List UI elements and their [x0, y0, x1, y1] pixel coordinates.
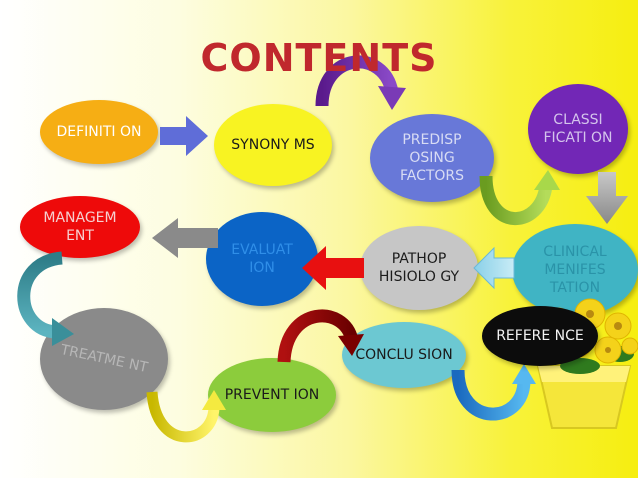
slide-title: CONTENTS — [200, 36, 438, 80]
node-synonyms-label: SYNONY MS — [231, 137, 315, 153]
node-prevention: PREVENT ION — [208, 358, 336, 432]
node-management-label: MANAGEM ENT — [43, 210, 117, 244]
node-conclusion-label: CONCLU SION — [355, 347, 453, 363]
arrow-pathophysiology-to-evaluation — [302, 246, 364, 290]
arrow-evaluation-to-management — [152, 218, 218, 258]
node-classification-label: CLASSI FICATI ON — [543, 112, 613, 146]
arrow-treatment-to-prevention — [146, 391, 220, 443]
node-definition-label: DEFINITI ON — [56, 124, 142, 140]
node-predisposing-label: PREDISP OSING FACTORS — [399, 132, 465, 184]
node-synonyms: SYNONY MS — [214, 104, 332, 186]
arrow-conclusion-to-reference — [451, 369, 531, 421]
node-prevention-label: PREVENT ION — [224, 387, 320, 403]
arrow-predisposing-to-classification — [479, 175, 553, 225]
node-pathophysiology: PATHOP HISIOLO GY — [360, 226, 478, 310]
arrow-classification-to-clinical — [586, 172, 628, 224]
node-predisposing-factors: PREDISP OSING FACTORS — [370, 114, 494, 202]
node-reference: REFERE NCE — [482, 306, 598, 366]
node-clinical-label: CLINICAL MENIFES TATION — [543, 244, 607, 296]
arrow-clinical-to-pathophysiology — [473, 246, 515, 290]
node-clinical-manifestation: CLINICAL MENIFES TATION — [512, 224, 638, 316]
node-definition: DEFINITI ON — [40, 100, 158, 164]
node-evaluation-label: EVALUAT ION — [231, 242, 293, 276]
arrow-synonyms-to-predisposing — [315, 55, 399, 107]
node-evaluation: EVALUAT ION — [206, 212, 318, 306]
arrow-definition-to-synonyms — [160, 116, 208, 156]
node-reference-label: REFERE NCE — [496, 328, 584, 344]
node-classification: CLASSI FICATI ON — [528, 84, 628, 174]
arrow-management-to-treatment — [17, 251, 64, 339]
node-management: MANAGEM ENT — [20, 196, 140, 258]
arrow-prevention-to-conclusion — [277, 309, 359, 363]
node-pathophysiology-label: PATHOP HISIOLO GY — [378, 251, 460, 285]
node-conclusion: CONCLU SION — [342, 322, 466, 388]
